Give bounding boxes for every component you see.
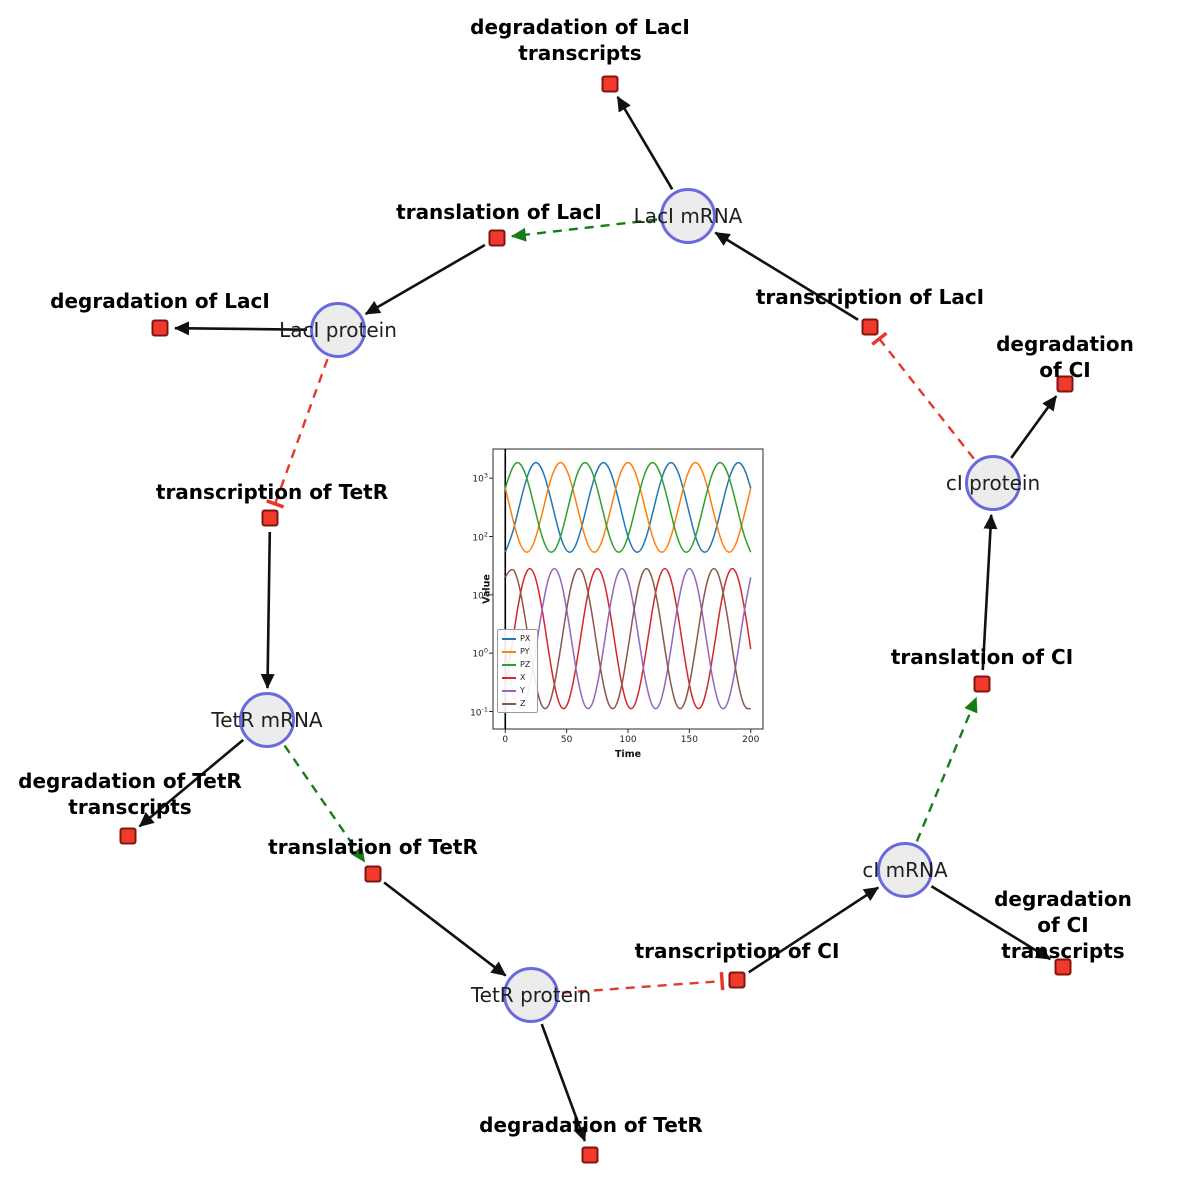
species-node-tetr_protein[interactable]: [503, 967, 559, 1023]
edge-tetr_protein-deg_tetr-consume: [540, 1023, 587, 1142]
y-tick-label: 102: [472, 530, 488, 543]
reaction-node-transcription_tetr[interactable]: [261, 509, 279, 527]
edge-translation_ci-ci_protein-produce: [981, 513, 998, 671]
legend-label-PZ: PZ: [520, 660, 531, 669]
reaction-node-deg_laci[interactable]: [151, 319, 169, 337]
x-tick-label: 150: [680, 735, 698, 745]
species-label-tetr_protein: TetR protein: [470, 983, 592, 1007]
reaction-label-deg_tetr: degradation of TetR: [479, 1113, 703, 1137]
edge-transcription_ci-ci_mrna-produce: [748, 886, 880, 974]
reaction-node-deg_ci[interactable]: [1056, 375, 1074, 393]
reaction-node-deg_ci_tx[interactable]: [1054, 958, 1072, 976]
chart-plot-area: [489, 448, 764, 733]
edge-translation_laci-laci_protein-produce: [364, 243, 486, 316]
x-tick-label: 50: [560, 735, 573, 745]
series-line-Z: [504, 567, 751, 710]
legend-swatch-Y: [502, 689, 516, 692]
species-label-ci_mrna: cI mRNA: [862, 858, 948, 882]
legend-label-X: X: [520, 673, 526, 682]
legend-label-Z: Z: [520, 699, 526, 708]
edge-laci_protein-deg_laci-consume: [173, 321, 308, 336]
legend-label-PX: PX: [520, 634, 531, 643]
y-tick-label: 103: [472, 471, 488, 485]
x-tick-label: 200: [742, 735, 760, 745]
reaction-node-translation_tetr[interactable]: [364, 865, 382, 883]
reaction-node-deg_tetr[interactable]: [581, 1146, 599, 1164]
species-node-ci_mrna[interactable]: [877, 842, 933, 898]
reaction-label-transcription_tetr: transcription of TetR: [155, 480, 389, 504]
reaction-node-translation_ci[interactable]: [973, 675, 991, 693]
reaction-label-deg_ci_tx: degradation of CI transcripts: [994, 887, 1132, 963]
legend-swatch-X: [502, 676, 516, 679]
edge-tetr_mrna-translation_tetr-modifier: [283, 744, 366, 863]
edge-tetr_mrna-deg_tetr_tx-consume: [138, 738, 245, 828]
legend-entry-PZ: PZ: [502, 658, 530, 671]
edge-laci_mrna-deg_laci_tx-consume: [616, 96, 674, 190]
series-line-X: [504, 567, 752, 710]
series-line-PY: [504, 461, 752, 553]
species-label-tetr_mrna: TetR mRNA: [211, 708, 323, 732]
x-tick-label: 0: [502, 735, 509, 745]
legend-entry-Y: Y: [502, 684, 530, 697]
edge-tetr_protein-transcription_ci-inhibit: [561, 971, 725, 994]
reaction-node-deg_tetr_tx[interactable]: [119, 827, 137, 845]
series-line-Y: [504, 567, 752, 710]
legend-label-PY: PY: [520, 647, 530, 656]
legend-label-Y: Y: [520, 686, 525, 695]
species-label-laci_mrna: LacI mRNA: [633, 204, 743, 228]
y-tick-label: 100: [472, 646, 488, 660]
legend-swatch-PY: [502, 650, 516, 653]
edge-laci_protein-transcription_tetr-inhibit: [266, 358, 329, 509]
reaction-label-deg_tetr_tx: degradation of TetR transcripts: [18, 769, 242, 819]
edge-laci_mrna-translation_laci-modifier: [510, 218, 658, 242]
reaction-label-transcription_ci: transcription of CI: [634, 939, 840, 963]
reaction-label-transcription_laci: transcription of LacI: [755, 285, 985, 309]
edge-ci_mrna-deg_ci_tx-consume: [930, 885, 1052, 961]
legend-entry-Z: Z: [502, 697, 530, 710]
species-node-ci_protein[interactable]: [965, 455, 1021, 511]
y-tick-label: 10-1: [470, 705, 488, 718]
edge-transcription_tetr-tetr_mrna-produce: [260, 531, 275, 690]
reaction-label-deg_laci: degradation of LacI: [50, 289, 270, 313]
x-tick-label: 100: [619, 735, 637, 745]
edge-ci_mrna-translation_ci-modifier: [915, 696, 978, 842]
series-line-PZ: [504, 461, 752, 553]
edge-transcription_laci-laci_mrna-produce: [714, 231, 859, 321]
legend-swatch-PX: [502, 637, 516, 640]
reaction-node-transcription_laci[interactable]: [861, 318, 879, 336]
y-tick-label: 101: [472, 588, 488, 602]
species-node-laci_mrna[interactable]: [660, 188, 716, 244]
reaction-label-translation_tetr: translation of TetR: [268, 835, 478, 859]
chart-x-axis-label: Time: [614, 749, 642, 760]
legend-swatch-Z: [502, 702, 516, 705]
legend-swatch-PZ: [502, 663, 516, 666]
legend-entry-PX: PX: [502, 632, 530, 645]
reaction-node-transcription_ci[interactable]: [728, 971, 746, 989]
reaction-node-deg_laci_tx[interactable]: [601, 75, 619, 93]
legend-entry-PY: PY: [502, 645, 530, 658]
species-label-ci_protein: cI protein: [945, 471, 1041, 495]
reaction-label-translation_laci: translation of LacI: [396, 200, 602, 224]
species-node-tetr_mrna[interactable]: [239, 692, 295, 748]
reaction-label-deg_laci_tx: degradation of LacI transcripts: [470, 15, 690, 65]
species-node-laci_protein[interactable]: [310, 302, 366, 358]
reaction-node-translation_laci[interactable]: [488, 229, 506, 247]
species-label-laci_protein: LacI protein: [279, 318, 397, 342]
reaction-label-deg_ci: degradation of CI: [996, 332, 1134, 382]
legend-entry-X: X: [502, 671, 530, 684]
edge-translation_tetr-tetr_protein-produce: [383, 881, 507, 977]
reaction-label-translation_ci: translation of CI: [890, 645, 1074, 669]
edge-ci_protein-deg_ci-consume: [1010, 395, 1058, 459]
